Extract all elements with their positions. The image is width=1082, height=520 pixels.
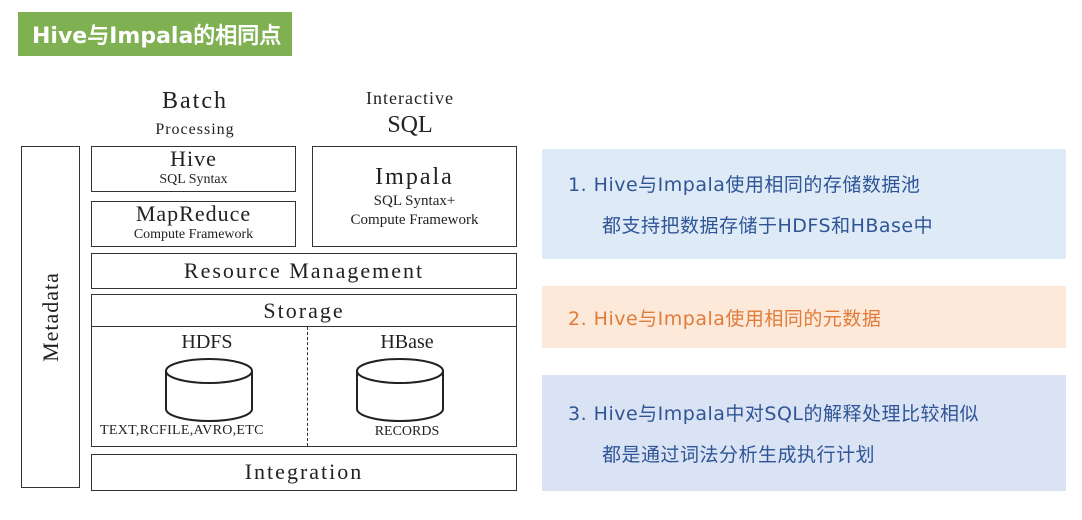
metadata-box: Metadata xyxy=(21,146,80,488)
batch-subtitle: Processing xyxy=(155,121,235,138)
storage-detail-box: HDFS TEXT,RCFILE,AVRO,ETC HBase RECORDS xyxy=(91,326,517,447)
resource-management-box: Resource Management xyxy=(91,253,517,289)
integration-box: Integration xyxy=(91,454,517,491)
point-3-line-1: 3. Hive与Impala中对SQL的解释处理比较相似 xyxy=(568,403,980,425)
mapreduce-box: MapReduce Compute Framework xyxy=(91,201,296,247)
batch-title: Batch xyxy=(162,88,228,114)
point-3-card: 3. Hive与Impala中对SQL的解释处理比较相似 都是通过词法分析生成执… xyxy=(542,375,1066,491)
point-1-card: 1. Hive与Impala使用相同的存储数据池 都支持把数据存储于HDFS和H… xyxy=(542,149,1066,259)
hbase-records: RECORDS xyxy=(374,424,440,439)
interactive-subtitle: SQL xyxy=(387,112,433,138)
impala-desc-1: SQL Syntax+ xyxy=(373,193,456,209)
point-3-line-2: 都是通过词法分析生成执行计划 xyxy=(602,444,876,466)
impala-box: Impala SQL Syntax+ Compute Framework xyxy=(312,146,517,247)
page-title: Hive与Impala的相同点 xyxy=(18,12,292,56)
point-1-line-1: 1. Hive与Impala使用相同的存储数据池 xyxy=(568,174,921,196)
point-2-line-1: 2. Hive与Impala使用相同的元数据 xyxy=(568,307,882,330)
mapreduce-desc: Compute Framework xyxy=(133,227,254,242)
hbase-database-icon xyxy=(356,358,444,422)
hive-box: Hive SQL Syntax xyxy=(91,146,296,192)
hdfs-database-icon xyxy=(165,358,253,422)
point-1-line-2: 都支持把数据存储于HDFS和HBase中 xyxy=(602,215,934,237)
metadata-label: Metadata xyxy=(37,272,63,362)
mapreduce-label: MapReduce xyxy=(135,201,252,226)
impala-desc-2: Compute Framework xyxy=(350,212,479,228)
hive-label: Hive xyxy=(170,146,217,171)
interactive-title: Interactive xyxy=(366,88,454,108)
point-2-card: 2. Hive与Impala使用相同的元数据 xyxy=(542,286,1066,348)
impala-label: Impala xyxy=(375,164,454,190)
storage-divider xyxy=(307,327,308,446)
hive-desc: SQL Syntax xyxy=(159,172,228,187)
hdfs-label: HDFS xyxy=(181,331,233,353)
storage-box: Storage xyxy=(91,294,517,328)
hdfs-formats: TEXT,RCFILE,AVRO,ETC xyxy=(100,423,264,438)
hbase-label: HBase xyxy=(380,331,434,353)
